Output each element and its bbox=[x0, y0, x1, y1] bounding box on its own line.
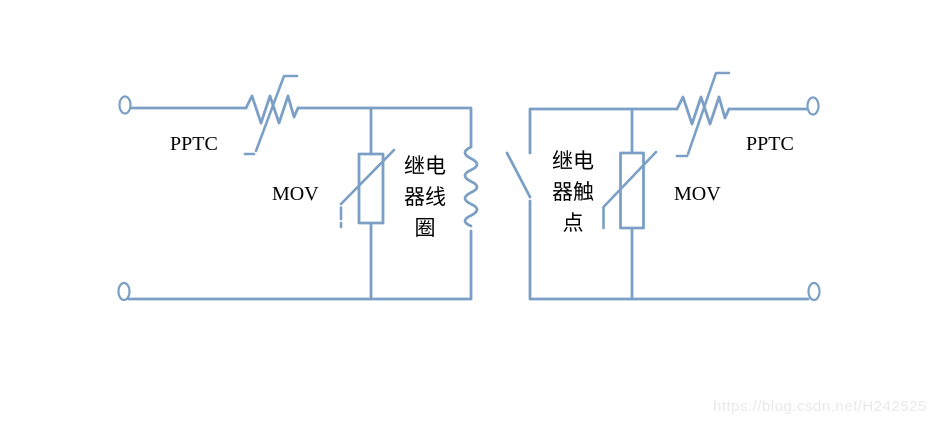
pptc-left-slash bbox=[254, 74, 299, 153]
pptc-left-label: PPTC bbox=[170, 133, 218, 155]
relay-coil-label-line1: 继电 bbox=[404, 154, 446, 178]
relay-contact-blade bbox=[505, 151, 532, 199]
relay-contact-label-line2: 器触 bbox=[552, 180, 594, 204]
mov-right-symbol bbox=[602, 107, 658, 301]
right-circuit bbox=[505, 71, 821, 302]
relay-contact-label-line1: 继电 bbox=[552, 149, 594, 173]
relay-coil-label-line2: 器线 bbox=[404, 185, 446, 209]
pptc-right-slash bbox=[686, 71, 731, 156]
mov-left-slash bbox=[339, 148, 396, 206]
mov-right-label: MOV bbox=[674, 183, 721, 205]
relay-contact-label-line3: 点 bbox=[562, 211, 584, 235]
mov-left-symbol bbox=[339, 106, 396, 301]
pptc-left-zigzag bbox=[244, 94, 300, 125]
pptc-right-symbol bbox=[675, 71, 731, 158]
pptc-left-symbol bbox=[243, 74, 300, 156]
terminal-top-left bbox=[118, 95, 132, 115]
mov-right-body bbox=[619, 151, 645, 230]
terminal-bottom-right bbox=[807, 281, 821, 302]
csdn-watermark: https://blog.csdn.net/H242525 bbox=[713, 398, 927, 415]
pptc-right-zigzag bbox=[675, 95, 731, 126]
left-bottom-wire bbox=[127, 229, 473, 301]
relay-contact-label: 继电 器触 点 bbox=[546, 146, 600, 239]
pptc-right-label: PPTC bbox=[746, 133, 794, 155]
relay-contact-symbol bbox=[505, 151, 532, 199]
right-bottom-wire bbox=[528, 199, 810, 301]
left-circuit bbox=[117, 74, 479, 302]
relay-coil-label: 继电 器线 圈 bbox=[398, 151, 452, 244]
right-top-wire bbox=[528, 107, 679, 155]
terminal-bottom-left bbox=[117, 281, 131, 302]
relay-coil-label-line3: 圈 bbox=[414, 216, 436, 240]
relay-coil-symbol bbox=[463, 145, 479, 228]
mov-left-label: MOV bbox=[272, 183, 319, 205]
terminal-top-right bbox=[806, 96, 820, 116]
mov-right-slash bbox=[602, 150, 658, 230]
left-top-wire-right bbox=[296, 106, 473, 149]
